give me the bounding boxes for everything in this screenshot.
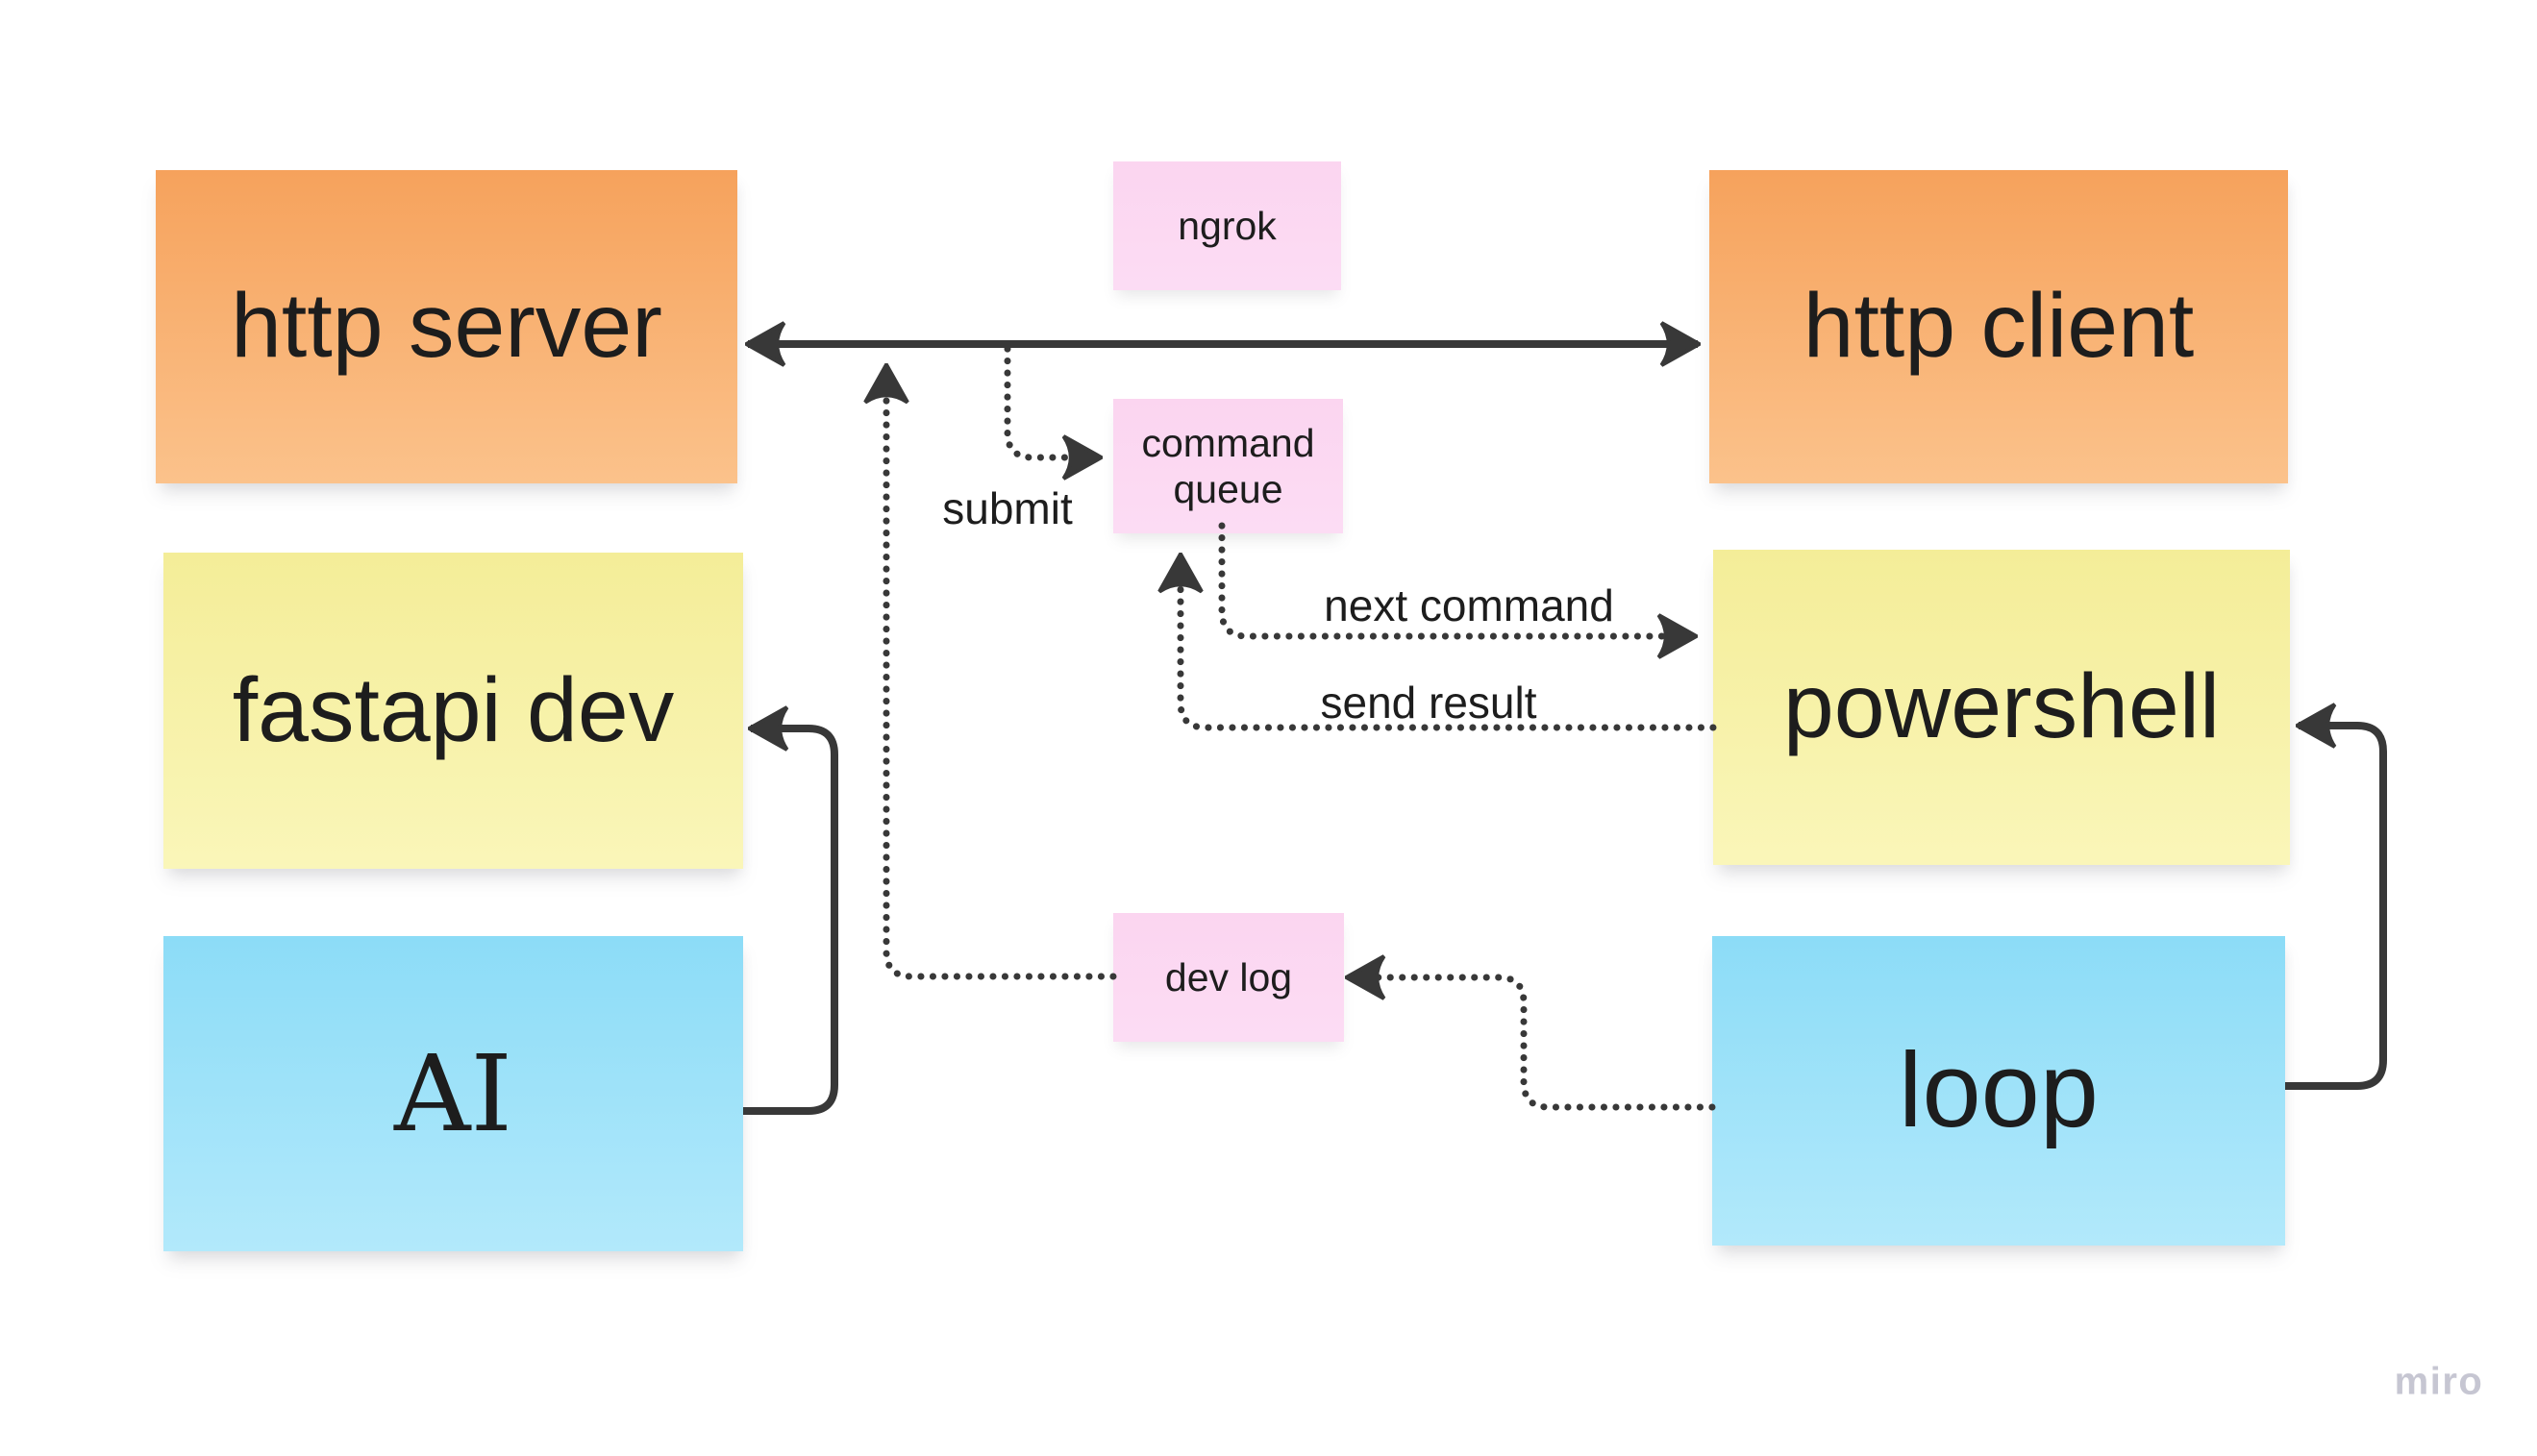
miro-logo: miro (2394, 1360, 2484, 1403)
sticky-ai-label: AI (394, 1031, 512, 1155)
connector-loop-to-powershell[interactable] (2285, 726, 2387, 1090)
sticky-ngrok-label: ngrok (1178, 203, 1277, 248)
sticky-fastapi-dev-label: fastapi dev (232, 658, 675, 761)
sticky-dev-log-label: dev log (1164, 954, 1293, 999)
sticky-http-client-label: http client (1803, 275, 2195, 378)
sticky-fastapi-dev[interactable]: fastapi dev (163, 553, 743, 869)
sticky-dev-log[interactable]: dev log (1113, 913, 1344, 1042)
sticky-http-server-label: http server (231, 275, 662, 378)
connector-label-submit[interactable]: submit (942, 483, 1073, 533)
sticky-http-client[interactable]: http client (1709, 170, 2288, 483)
sticky-powershell-label: powershell (1782, 655, 2221, 758)
sticky-loop[interactable]: loop (1712, 936, 2285, 1246)
connector-loop-to-dev-log[interactable] (1344, 977, 1716, 1111)
sticky-ngrok[interactable]: ngrok (1113, 161, 1341, 290)
sticky-ai[interactable]: AI (163, 936, 743, 1251)
connector-label-next-command[interactable]: next command (1324, 580, 1614, 630)
sticky-loop-label: loop (1899, 1030, 2099, 1149)
sticky-http-server[interactable]: http server (156, 170, 737, 483)
connector-dev-log-to-tunnel-line[interactable] (886, 362, 1117, 980)
sticky-command-queue-label: command queue (1141, 420, 1315, 511)
sticky-command-queue[interactable]: command queue (1113, 399, 1343, 533)
sticky-powershell[interactable]: powershell (1713, 550, 2290, 865)
connector-submit-to-command-queue[interactable] (1004, 345, 1104, 457)
connector-ai-to-fastapi-dev[interactable] (743, 728, 838, 1115)
connector-label-send-result[interactable]: send result (1320, 678, 1537, 728)
